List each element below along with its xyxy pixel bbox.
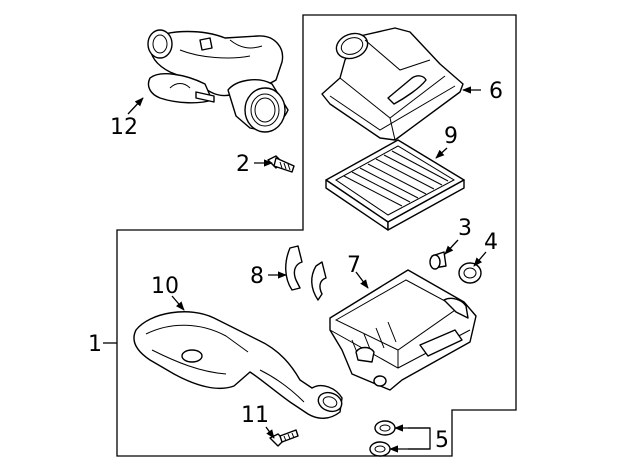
- assembly-frame: [116, 14, 517, 457]
- callout-6: 6: [489, 79, 503, 104]
- callout-7: 7: [347, 253, 361, 278]
- upper-cover-drawing: [321, 27, 464, 141]
- callout-5: 5: [435, 428, 449, 453]
- callout-8: 8: [250, 264, 264, 289]
- callout-1: 1: [88, 332, 102, 357]
- clips-drawing: [285, 245, 327, 301]
- callout-9: 9: [444, 124, 458, 149]
- lower-housing-drawing: [329, 269, 477, 391]
- callout-11: 11: [241, 403, 269, 428]
- callout-2: 2: [236, 152, 250, 177]
- callout-3: 3: [458, 216, 472, 241]
- bolt-upper-drawing: [267, 155, 295, 173]
- callout-12: 12: [110, 115, 138, 140]
- callout-4: 4: [484, 230, 498, 255]
- grommet-3-drawing: [429, 251, 447, 270]
- outlet-tube-drawing: [147, 29, 289, 133]
- air-filter-drawing: [325, 139, 465, 231]
- callout-labels: 1 2 3 4 5 6 7 8 9 10 11 12: [88, 79, 503, 453]
- grommet-4-drawing: [458, 262, 482, 284]
- bolt-lower-drawing: [269, 429, 299, 447]
- leader-lines: [103, 86, 487, 453]
- grommets-5-drawing: [369, 420, 396, 457]
- callout-10: 10: [151, 274, 179, 299]
- inlet-duct-drawing: [133, 311, 343, 419]
